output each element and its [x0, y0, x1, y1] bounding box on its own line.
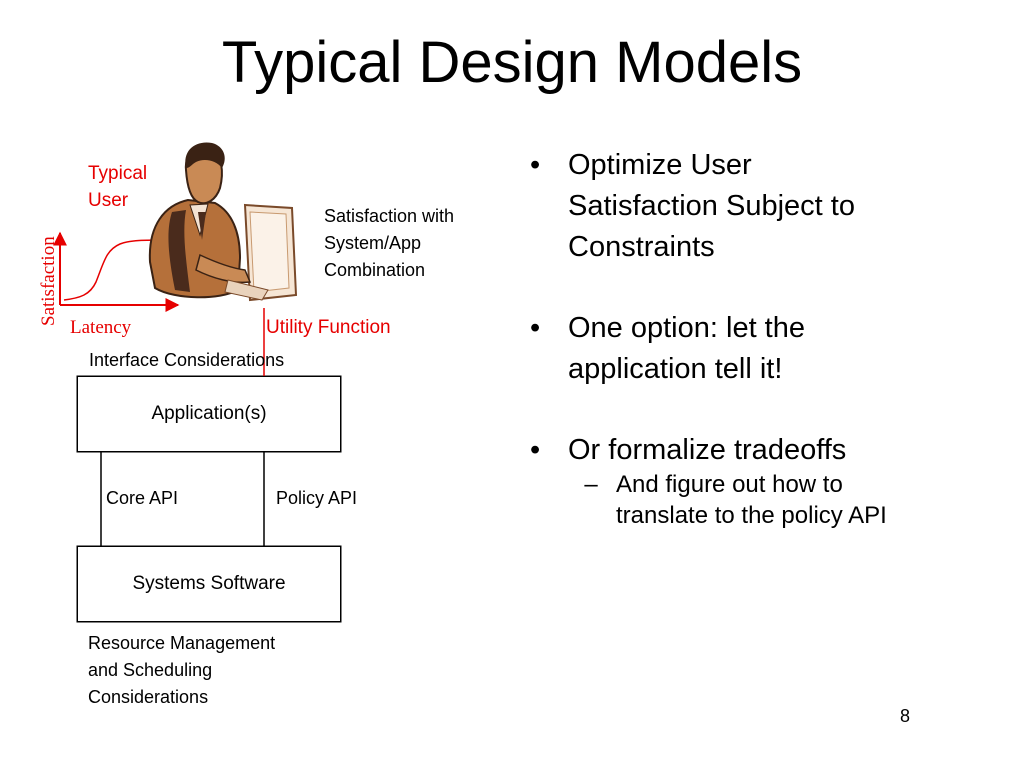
axis-y-label: Satisfaction — [38, 236, 59, 326]
bullet-dot-icon: • — [530, 312, 541, 344]
bullet-line: One option: let the — [568, 312, 805, 344]
bullet-line: Constraints — [568, 231, 715, 263]
slide-title: Typical Design Models — [221, 30, 803, 95]
utility-curve — [63, 239, 169, 301]
application-box: Application(s) — [77, 376, 341, 452]
bullet-line: Or formalize tradeoffs — [568, 434, 847, 466]
bullet-line: Satisfaction Subject to — [568, 190, 855, 222]
typical-user-line2: User — [88, 190, 129, 211]
page-number: 8 — [900, 706, 911, 726]
satisfaction-note-line3: Combination — [324, 260, 426, 280]
typical-user-illustration — [148, 142, 298, 302]
bullet-line: Optimize User — [568, 149, 752, 181]
satisfaction-note: Satisfaction with System/App Combination — [324, 203, 454, 284]
sub-bullet-text: And figure out how to translate to the p… — [616, 469, 887, 531]
typical-user-label: Typical User — [88, 160, 147, 214]
utility-function-label: Utility Function — [266, 317, 391, 338]
resource-considerations-label: Resource Management and Scheduling Consi… — [88, 630, 275, 711]
application-box-label: Application(s) — [151, 403, 267, 424]
sub-bullet-line: translate to the policy API — [616, 502, 887, 529]
sub-bullet-line: And figure out how to — [616, 471, 843, 498]
bullet-line: application tell it! — [568, 353, 783, 385]
utility-curve-chart — [53, 231, 180, 312]
bullet-list: • Optimize User Satisfaction Subject to … — [530, 145, 1000, 531]
sub-bullet-dash-icon: – — [584, 471, 598, 498]
core-api-label: Core API — [106, 488, 179, 508]
satisfaction-note-line2: System/App — [324, 233, 422, 253]
bullet-item: • One option: let the application tell i… — [530, 308, 1000, 390]
resource-line1: Resource Management — [88, 633, 276, 653]
typical-user-line1: Typical — [88, 163, 148, 184]
systems-box-label: Systems Software — [132, 573, 286, 594]
bullet-text: One option: let the application tell it! — [568, 308, 805, 390]
axis-x-label: Latency — [70, 317, 132, 338]
bullet-text: Or formalize tradeoffs — [568, 430, 846, 471]
resource-line2: and Scheduling — [88, 660, 213, 680]
bullet-dot-icon: • — [530, 434, 541, 466]
sub-bullet-item: – And figure out how to translate to the… — [566, 469, 1000, 531]
bullet-dot-icon: • — [530, 149, 541, 181]
bullet-item: • Or formalize tradeoffs — [530, 430, 1000, 471]
resource-line3: Considerations — [88, 687, 209, 707]
bullet-text: Optimize User Satisfaction Subject to Co… — [568, 145, 855, 268]
satisfaction-note-line1: Satisfaction with — [324, 206, 455, 226]
bullet-item: • Optimize User Satisfaction Subject to … — [530, 145, 1000, 268]
systems-software-box: Systems Software — [77, 546, 341, 622]
policy-api-label: Policy API — [276, 488, 358, 508]
interface-considerations-label: Interface Considerations — [89, 350, 285, 370]
